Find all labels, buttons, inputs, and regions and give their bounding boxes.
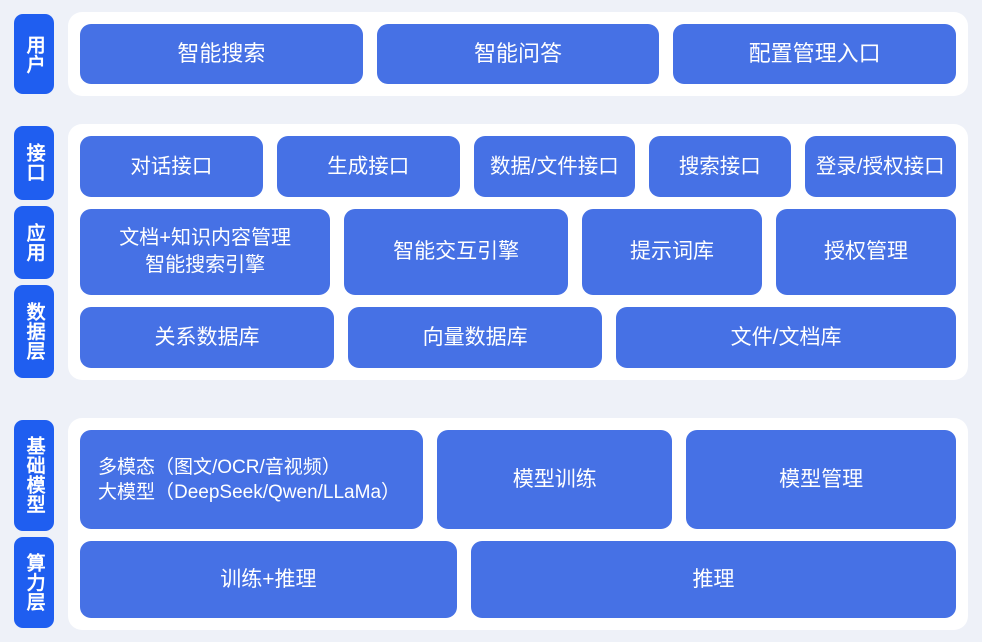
row-application: 文档+知识内容管理 智能搜索引擎 智能交互引擎 提示词库 授权管理 bbox=[80, 208, 957, 295]
box-relational-database[interactable]: 关系数据库 bbox=[80, 306, 335, 368]
rail-base: 基础模型 算力层 bbox=[0, 412, 68, 636]
row-user-entries: 智能搜索 智能问答 配置管理入口 bbox=[80, 24, 957, 84]
box-login-auth-interface[interactable]: 登录/授权接口 bbox=[804, 136, 956, 197]
layer-tab-data[interactable]: 数据层 bbox=[14, 285, 54, 378]
box-data-file-interface[interactable]: 数据/文件接口 bbox=[473, 136, 636, 197]
row-interface: 对话接口 生成接口 数据/文件接口 搜索接口 登录/授权接口 bbox=[80, 136, 956, 197]
layer-tab-user[interactable]: 用户 bbox=[14, 14, 54, 94]
box-file-document-store[interactable]: 文件/文档库 bbox=[616, 306, 956, 368]
layer-tab-interface[interactable]: 接口 bbox=[14, 126, 54, 200]
box-vector-database[interactable]: 向量数据库 bbox=[348, 306, 603, 368]
section-user: 用户 智能搜索 智能问答 配置管理入口 bbox=[0, 6, 982, 102]
section-middle: 接口 应用 数据层 对话接口 生成接口 数据/文件接口 搜索接口 登录/授权接口… bbox=[0, 118, 982, 386]
box-smart-qa[interactable]: 智能问答 bbox=[376, 24, 660, 84]
panel-middle: 对话接口 生成接口 数据/文件接口 搜索接口 登录/授权接口 文档+知识内容管理… bbox=[68, 124, 968, 380]
box-search-interface[interactable]: 搜索接口 bbox=[649, 136, 791, 197]
box-smart-interaction-engine[interactable]: 智能交互引擎 bbox=[344, 208, 569, 295]
box-authorization-management[interactable]: 授权管理 bbox=[776, 208, 957, 295]
box-dialog-interface[interactable]: 对话接口 bbox=[80, 136, 263, 197]
box-model-management[interactable]: 模型管理 bbox=[686, 430, 956, 530]
box-multimodal-large-model[interactable]: 多模态（图文/OCR/音视频） 大模型（DeepSeek/Qwen/LLaMa） bbox=[80, 430, 424, 530]
box-prompt-library[interactable]: 提示词库 bbox=[582, 208, 763, 295]
row-foundation-model: 多模态（图文/OCR/音视频） 大模型（DeepSeek/Qwen/LLaMa）… bbox=[80, 430, 956, 530]
box-config-management-entry[interactable]: 配置管理入口 bbox=[673, 24, 957, 84]
panel-user: 智能搜索 智能问答 配置管理入口 bbox=[68, 12, 968, 96]
row-compute: 训练+推理 推理 bbox=[80, 541, 956, 618]
layer-tab-application[interactable]: 应用 bbox=[14, 205, 54, 279]
row-data: 关系数据库 向量数据库 文件/文档库 bbox=[80, 306, 956, 368]
box-inference[interactable]: 推理 bbox=[470, 541, 956, 618]
box-model-training[interactable]: 模型训练 bbox=[437, 430, 673, 530]
section-base: 基础模型 算力层 多模态（图文/OCR/音视频） 大模型（DeepSeek/Qw… bbox=[0, 412, 982, 636]
layer-tab-compute[interactable]: 算力层 bbox=[14, 536, 54, 628]
box-training-and-inference[interactable]: 训练+推理 bbox=[80, 541, 457, 618]
rail-middle: 接口 应用 数据层 bbox=[0, 118, 68, 386]
box-generation-interface[interactable]: 生成接口 bbox=[276, 136, 460, 197]
layer-tab-foundation-model[interactable]: 基础模型 bbox=[14, 420, 54, 531]
box-smart-search[interactable]: 智能搜索 bbox=[80, 24, 363, 84]
rail-user: 用户 bbox=[0, 6, 68, 102]
panel-base: 多模态（图文/OCR/音视频） 大模型（DeepSeek/Qwen/LLaMa）… bbox=[68, 418, 968, 630]
box-document-knowledge-management[interactable]: 文档+知识内容管理 智能搜索引擎 bbox=[80, 208, 331, 295]
